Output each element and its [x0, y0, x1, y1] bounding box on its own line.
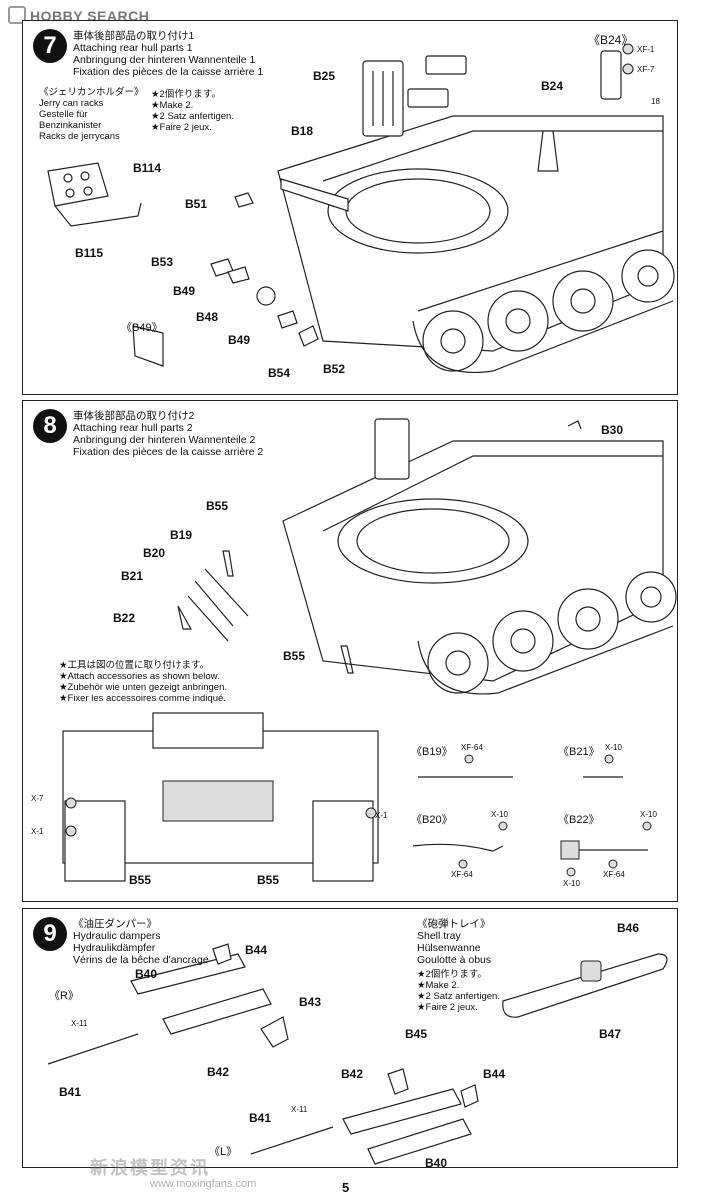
part-label-b43: B43	[299, 995, 322, 1009]
part-b47	[502, 953, 668, 1018]
part-label-b42-r: B42	[207, 1065, 230, 1079]
step-9-illustration	[47, 943, 668, 1165]
part-label-b44-l: B44	[483, 1067, 506, 1081]
step-7-illustration	[47, 43, 675, 373]
part-label-b40-r: B40	[135, 967, 158, 981]
part-b43	[260, 1016, 289, 1048]
b22-code-x10-top: X-10	[640, 810, 657, 819]
part-label-b25: B25	[313, 69, 336, 83]
b21-detail-label: 《B21》	[558, 746, 600, 758]
part-b41-r	[47, 1033, 139, 1065]
step-9-number: 9	[33, 917, 67, 951]
watermark-url: www.moxingfans.com	[150, 1178, 257, 1190]
b49-detail-label: 《B49》	[121, 322, 163, 334]
part-label-b18: B18	[291, 124, 314, 138]
rear-code-x1-right: X-1	[375, 811, 388, 820]
b21-code: X-10	[605, 743, 622, 752]
side-r-label: 《R》	[49, 990, 79, 1002]
color-xf-1: XF-1	[637, 45, 655, 54]
part-label-b49-a: B49	[173, 284, 196, 298]
b24-detail-label: 《B24》	[588, 33, 634, 47]
part-b40-r	[130, 953, 246, 995]
part-label-b30: B30	[601, 423, 624, 437]
decal-number: 18	[651, 97, 660, 106]
part-label-b22: B22	[113, 611, 136, 625]
step-8-number: 8	[33, 409, 67, 443]
b20-code-x10: X-10	[491, 810, 508, 819]
part-label-b55-b: B55	[283, 649, 306, 663]
side-l-label: 《L》	[209, 1146, 238, 1158]
b22-code-xf64: XF-64	[603, 870, 625, 879]
part-b42-r	[162, 988, 272, 1035]
part-label-b48: B48	[196, 310, 219, 324]
part-label-b47: B47	[599, 1027, 622, 1041]
part-b18	[280, 178, 349, 212]
b22-code-x10-bottom: X-10	[563, 879, 580, 888]
code-x11-r: X-11	[71, 1019, 88, 1028]
page-number: 5	[342, 1180, 350, 1195]
shell-tray-make-note: ★2個作ります。★Make 2.★2 Satz anfertigen.★Fair…	[417, 969, 500, 1013]
part-label-b115: B115	[75, 246, 104, 260]
rear-code-x7: X-7	[31, 794, 44, 803]
turret-ring	[327, 168, 509, 254]
part-label-b55-a: B55	[206, 499, 229, 513]
b22-detail-label: 《B22》	[558, 814, 600, 826]
part-b40-l	[367, 1118, 472, 1165]
part-label-b53: B53	[151, 255, 174, 269]
part-label-b44-r: B44	[245, 943, 268, 957]
turret-ring-2	[337, 498, 529, 584]
code-x11-l: X-11	[291, 1105, 308, 1114]
part-b42-l	[342, 1088, 462, 1135]
part-b41-l	[250, 1126, 334, 1155]
watermark-text: 新浪模型资讯	[90, 1158, 210, 1178]
part-label-b40-l: B40	[425, 1156, 448, 1170]
b20-code-xf64: XF-64	[451, 870, 473, 879]
step-8-illustration	[62, 418, 677, 882]
rear-right-track	[312, 800, 374, 882]
rear-code-x1-left: X-1	[31, 827, 44, 836]
part-label-b46: B46	[617, 921, 640, 935]
accessory-note: ★工具は図の位置に取り付けます。★Attach accessories as s…	[59, 660, 228, 704]
b19-detail-label: 《B19》	[411, 746, 453, 758]
rear-label-b55-left: B55	[129, 873, 152, 887]
b20-detail-label: 《B20》	[411, 814, 453, 826]
part-b24	[537, 130, 559, 172]
part-label-b51: B51	[185, 197, 208, 211]
part-label-b21: B21	[121, 569, 144, 583]
part-label-b41-l: B41	[249, 1111, 272, 1125]
rear-label-b55-right: B55	[257, 873, 280, 887]
make-two-note: ★2個作ります。★Make 2.★2 Satz anfertigen.★Fair…	[151, 89, 234, 133]
part-label-b54: B54	[268, 366, 291, 380]
step-7-number: 7	[33, 29, 67, 63]
part-label-b41-r: B41	[59, 1085, 82, 1099]
part-label-b19: B19	[170, 528, 193, 542]
part-b114	[47, 162, 109, 207]
part-label-b114: B114	[133, 161, 162, 175]
hobby-search-icon	[8, 6, 26, 24]
part-b115	[54, 202, 142, 227]
part-b44-r	[212, 943, 232, 965]
part-label-b45: B45	[405, 1027, 428, 1041]
color-xf-7: XF-7	[637, 65, 655, 74]
b19-code: XF-64	[461, 743, 483, 752]
part-label-b24: B24	[541, 79, 564, 93]
part-b46	[580, 960, 602, 982]
b49-detail-shape	[132, 325, 164, 367]
part-b45	[387, 1068, 409, 1095]
part-label-b42-l: B42	[341, 1067, 364, 1081]
part-b44-l	[460, 1084, 479, 1108]
part-label-b20: B20	[143, 546, 166, 560]
part-label-b52: B52	[323, 362, 346, 376]
rear-left-track	[64, 800, 126, 882]
part-label-b49-b: B49	[228, 333, 251, 347]
